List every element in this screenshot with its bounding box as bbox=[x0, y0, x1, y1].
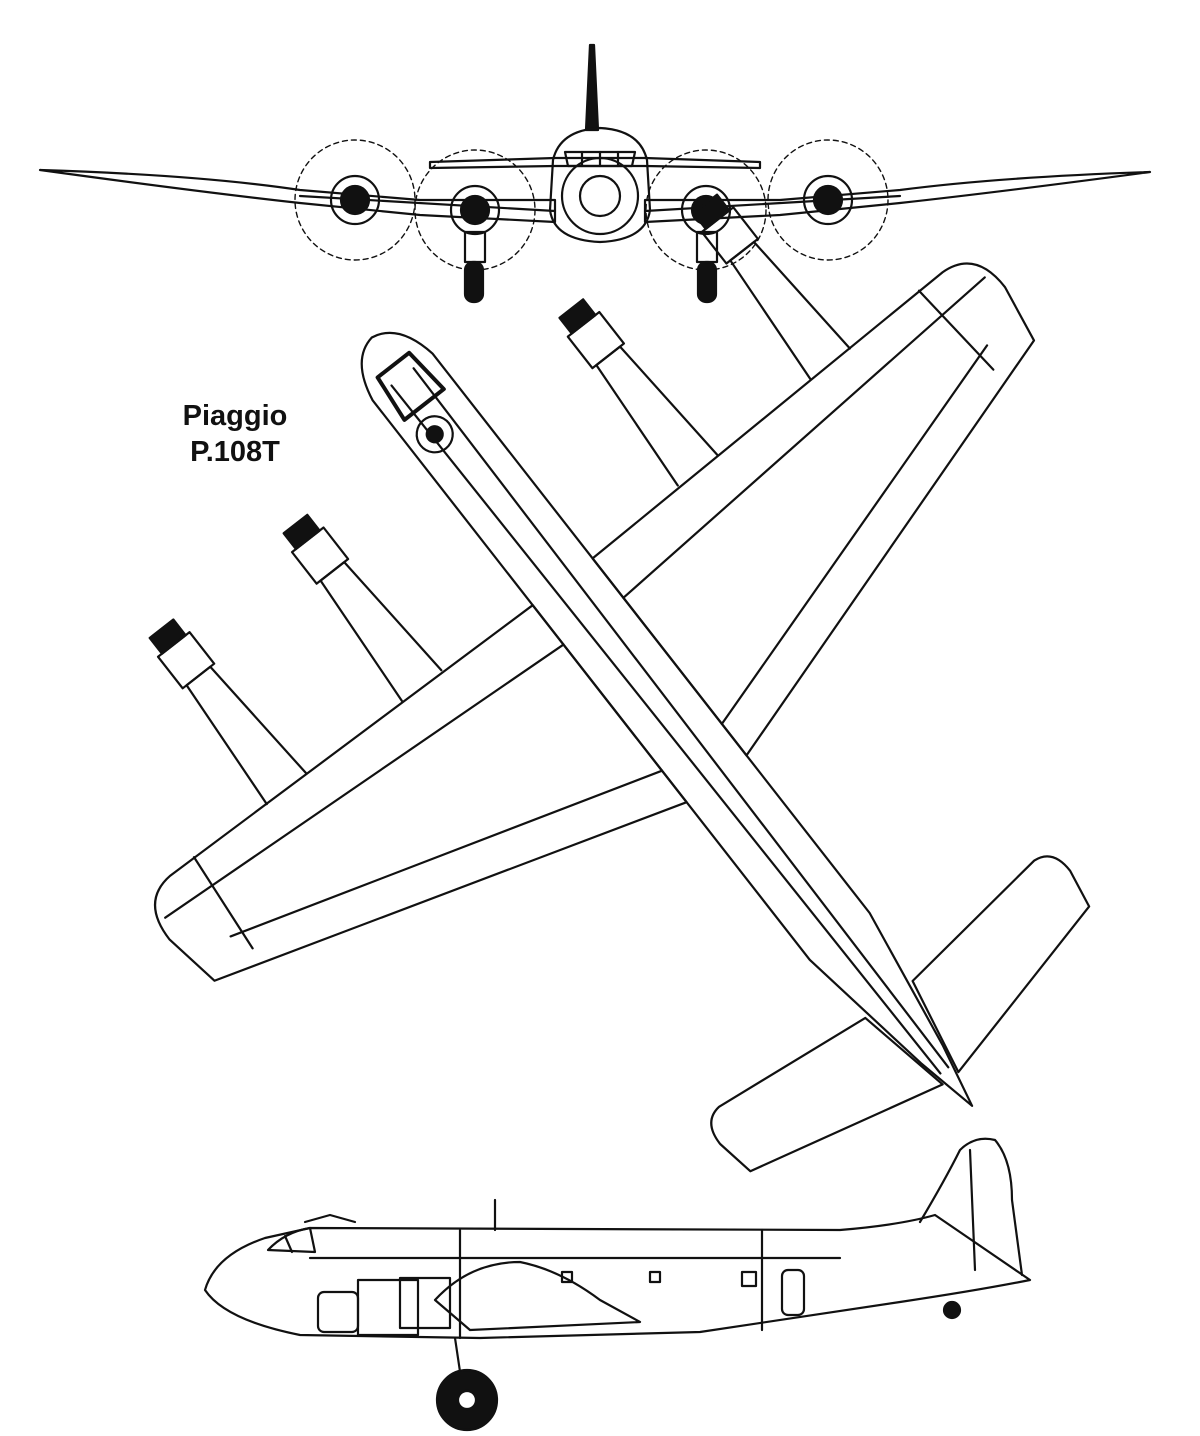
side-cockpit bbox=[268, 1228, 315, 1252]
side-window-3 bbox=[742, 1272, 756, 1286]
plan-nacelle-1 bbox=[552, 293, 718, 485]
side-view bbox=[205, 1139, 1030, 1430]
side-vertical-tail bbox=[920, 1139, 1022, 1275]
side-engine-rear bbox=[400, 1278, 450, 1328]
front-engine-2 bbox=[451, 186, 499, 234]
front-cockpit-glazing bbox=[565, 152, 635, 166]
side-tail-wheel bbox=[944, 1302, 960, 1318]
front-gear-right bbox=[697, 232, 717, 302]
side-door bbox=[782, 1270, 804, 1315]
plan-wing-upper bbox=[586, 248, 1134, 756]
front-prop-disc-4 bbox=[768, 140, 888, 260]
title-line-2: P.108T bbox=[190, 436, 280, 468]
side-engine-front bbox=[318, 1280, 418, 1335]
side-dorsal-turret bbox=[305, 1215, 355, 1222]
side-wing bbox=[435, 1262, 640, 1330]
front-gear-left bbox=[465, 232, 485, 302]
side-main-gear bbox=[437, 1338, 497, 1430]
plan-nacelle-2 bbox=[686, 189, 850, 380]
plan-tailplane-lower bbox=[702, 990, 943, 1215]
plan-cockpit bbox=[374, 350, 444, 420]
plan-turret bbox=[409, 409, 460, 460]
plan-wing-lower bbox=[139, 597, 687, 1105]
plan-nacelle-3 bbox=[276, 509, 442, 701]
front-nose-cone bbox=[580, 176, 620, 216]
front-fin bbox=[586, 45, 598, 130]
plan-fuselage bbox=[342, 314, 1002, 1129]
front-view bbox=[40, 45, 1150, 302]
front-engine-4 bbox=[804, 176, 852, 224]
aircraft-title: Piaggio P.108T bbox=[140, 398, 330, 470]
front-tailplane bbox=[430, 158, 760, 168]
title-line-1: Piaggio bbox=[182, 400, 288, 432]
front-engine-1 bbox=[331, 176, 379, 224]
front-nose-ring bbox=[562, 158, 638, 234]
plan-view bbox=[0, 11, 1200, 1432]
plan-tailplane-upper bbox=[885, 847, 1126, 1072]
side-window-2 bbox=[650, 1272, 660, 1282]
side-fuselage bbox=[205, 1215, 1030, 1338]
front-wing-right-line bbox=[645, 196, 900, 211]
front-fuselage bbox=[550, 128, 650, 242]
front-prop-disc-1 bbox=[295, 140, 415, 260]
plan-nacelle-4 bbox=[142, 613, 306, 804]
front-wing-left-line bbox=[300, 196, 555, 211]
